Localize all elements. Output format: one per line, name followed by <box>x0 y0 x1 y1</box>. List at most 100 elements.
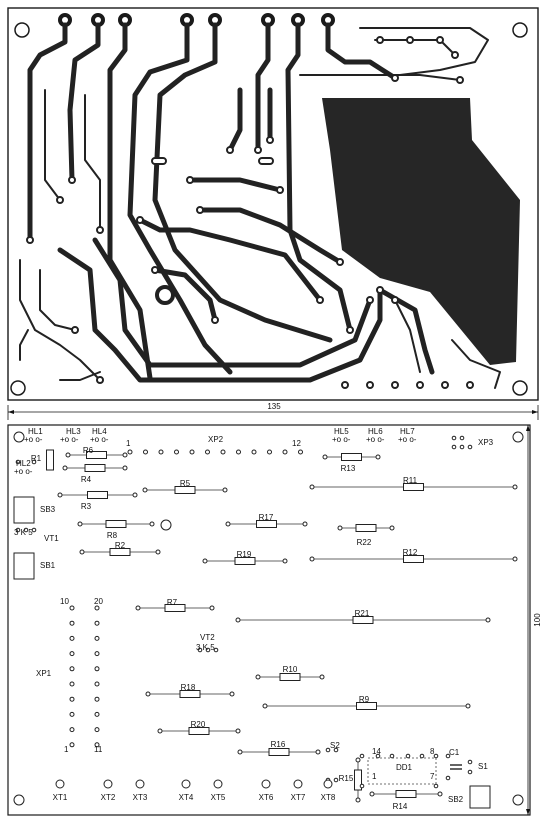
resistor-r10 <box>255 673 325 681</box>
resistor-r21 <box>235 616 491 624</box>
label-r5: R5 <box>180 479 191 488</box>
pad <box>419 753 425 759</box>
resistor-r17 <box>225 520 308 528</box>
pad <box>451 435 457 441</box>
board-outline-top <box>7 7 539 401</box>
pin-label-dd1_tl: 14 <box>372 747 381 756</box>
pad <box>459 435 465 441</box>
label-s1: S1 <box>478 762 488 771</box>
pad <box>445 753 451 759</box>
label-hl6: HL6 <box>368 427 383 436</box>
label-r8: R8 <box>107 531 118 540</box>
terminal-xt6: XT6 <box>259 779 274 802</box>
pad <box>405 753 411 759</box>
label-sb3: SB3 <box>40 505 56 514</box>
hl-pin-marks-6: +o o- <box>14 467 33 476</box>
resistor-r19 <box>202 557 288 565</box>
label-r14: R14 <box>393 802 408 811</box>
terminal-xt1: XT1 <box>53 779 68 802</box>
mount-hole <box>160 519 172 531</box>
resistor-r11 <box>309 483 518 491</box>
label-r7: R7 <box>167 598 178 607</box>
pad <box>69 696 75 702</box>
pad <box>94 605 100 611</box>
pad <box>359 753 365 759</box>
pin-label-dd1_br: 7 <box>430 772 435 781</box>
pad <box>94 696 100 702</box>
sb2-switch-body <box>469 785 491 809</box>
resistor-group <box>46 449 518 803</box>
pad <box>94 635 100 641</box>
resistor-r12 <box>309 555 518 563</box>
resistor-r22 <box>337 524 395 532</box>
terminal-label: XT6 <box>259 793 274 802</box>
round-pad <box>155 285 175 305</box>
label-c1: C1 <box>449 748 460 757</box>
label-r18: R18 <box>181 683 196 692</box>
resistor-r18 <box>145 690 235 698</box>
pin-label-xp1_top_left: 10 <box>60 597 69 606</box>
resistor-r7 <box>135 604 215 612</box>
label-r17: R17 <box>259 513 274 522</box>
pad <box>236 449 241 455</box>
terminal-label: XT3 <box>133 793 148 802</box>
label-vt1: VT1 <box>44 534 59 543</box>
pad <box>433 783 439 789</box>
pad <box>220 449 226 455</box>
terminal-xt2: XT2 <box>101 779 116 802</box>
pad <box>267 449 272 455</box>
label-r4: R4 <box>81 475 92 484</box>
pad <box>189 449 195 455</box>
hl-pin-marks-0: +o o- <box>60 435 79 444</box>
pad <box>69 742 75 748</box>
pad <box>69 666 75 672</box>
pad <box>31 527 37 533</box>
pin-label-xp1_bottom_right: 11 <box>94 745 103 754</box>
label-dd1: DD1 <box>396 763 413 772</box>
pad <box>389 753 395 759</box>
label-hl1: HL1 <box>28 427 43 436</box>
label-r13: R13 <box>341 464 356 473</box>
label-r3: R3 <box>81 502 92 511</box>
pad <box>467 444 473 450</box>
pad <box>282 449 288 455</box>
label-s2: S2 <box>330 741 340 750</box>
pad <box>69 681 75 687</box>
pad <box>251 449 257 455</box>
label-vt2: VT2 <box>200 633 215 642</box>
terminal-xt4: XT4 <box>179 779 194 802</box>
traces-thin <box>19 27 501 389</box>
pad <box>69 711 75 717</box>
pad <box>467 769 473 775</box>
label-r2: R2 <box>115 541 126 550</box>
label-xp1: XP1 <box>36 669 52 678</box>
terminal-label: XT7 <box>291 793 306 802</box>
terminal-xt5: XT5 <box>211 779 226 802</box>
pad <box>451 444 457 450</box>
pad <box>69 727 75 733</box>
label-r15: R15 <box>339 774 354 783</box>
label-r1: R1 <box>31 454 42 463</box>
hl-pin-marks-3: +o o- <box>366 435 385 444</box>
pad <box>94 666 100 672</box>
pin-label-dd1_bl: 1 <box>372 772 377 781</box>
sb3-switch-body <box>13 496 35 524</box>
top-pads <box>58 13 335 27</box>
copper-layer <box>7 7 539 401</box>
pad <box>94 742 100 748</box>
traces-thick <box>27 22 435 383</box>
pad <box>94 620 100 626</box>
pin-label-xp2_first: 1 <box>126 439 131 448</box>
pad <box>298 449 303 455</box>
mount-hole <box>13 431 25 443</box>
resistor-r5 <box>142 486 228 494</box>
label-r19: R19 <box>237 550 252 559</box>
pad <box>23 527 29 533</box>
terminal-label: XT2 <box>101 793 116 802</box>
resistor-r15 <box>354 757 362 803</box>
mount-hole <box>512 22 528 38</box>
pad <box>69 605 75 611</box>
resistor-r1 <box>46 449 54 471</box>
